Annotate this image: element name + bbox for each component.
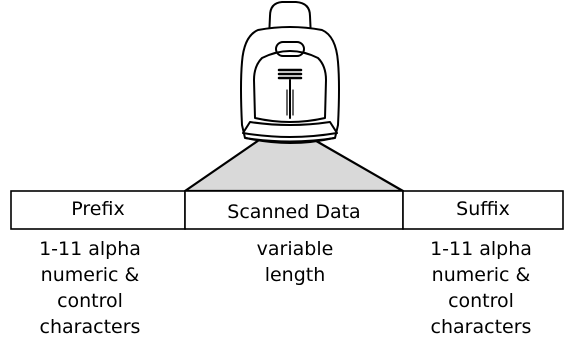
scanned-data-box	[184, 190, 404, 230]
scanned-data-label: Scanned Data	[227, 201, 361, 223]
prefix-label: Prefix	[71, 198, 125, 220]
scanned-data-description: variable length	[256, 238, 334, 286]
prefix-description: 1-11 alpha numeric & control characters	[39, 238, 141, 338]
scan-beam	[183, 136, 405, 193]
barcode-scanner-icon	[240, 1, 340, 144]
suffix-box	[402, 190, 564, 230]
suffix-description: 1-11 alpha numeric & control characters	[430, 238, 532, 338]
suffix-label: Suffix	[456, 198, 510, 220]
